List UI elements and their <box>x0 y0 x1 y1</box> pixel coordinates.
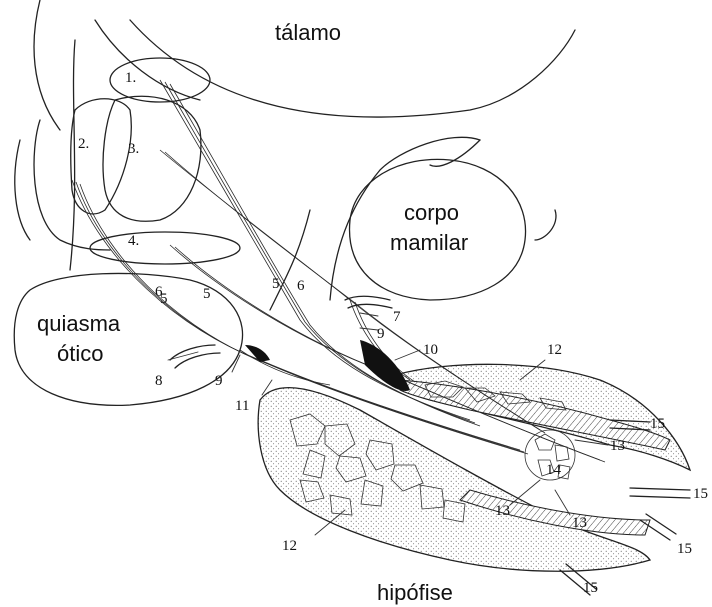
callout-11: 11 <box>235 398 249 414</box>
callout-9: 9 <box>377 326 385 342</box>
callout-12: 12 <box>547 342 562 358</box>
nucleus-3-outline <box>103 96 201 221</box>
callout-6: 6 <box>155 284 163 300</box>
callout-12: 12 <box>282 538 297 554</box>
callout-8: 8 <box>155 373 163 389</box>
pituitary-gland <box>258 364 690 571</box>
nucleus-number-1: 1. <box>125 70 136 86</box>
callout-13: 13 <box>495 503 510 519</box>
nucleus-2-outline <box>71 99 132 214</box>
label-hipofise: hipófise <box>377 580 453 605</box>
callout-5: 5 <box>272 276 280 292</box>
callout-9: 9 <box>215 373 223 389</box>
callout-15: 15 <box>650 416 665 432</box>
callout-13: 13 <box>610 438 625 454</box>
nucleus-number-3: 3. <box>128 141 139 157</box>
brain-outline <box>15 0 575 310</box>
callout-15: 15 <box>677 541 692 557</box>
label-corpo: corpo <box>404 200 459 225</box>
callout-15: 15 <box>693 486 708 502</box>
nucleus-number-4: 4. <box>128 233 139 249</box>
label-quiasma: quiasma <box>37 311 121 336</box>
label-talamo: tálamo <box>275 20 341 45</box>
nucleus-number-2: 2. <box>78 136 89 152</box>
label-otico: ótico <box>57 341 103 366</box>
callout-6: 6 <box>297 278 305 294</box>
callout-7: 7 <box>393 309 401 325</box>
callout-10: 10 <box>423 342 438 358</box>
nucleus-4-outline <box>90 232 240 264</box>
callout-5: 5 <box>203 286 211 302</box>
callout-13: 13 <box>572 515 587 531</box>
callout-15: 15 <box>583 580 598 596</box>
callout-14: 14 <box>546 462 562 478</box>
label-mamilar: mamilar <box>390 230 468 255</box>
